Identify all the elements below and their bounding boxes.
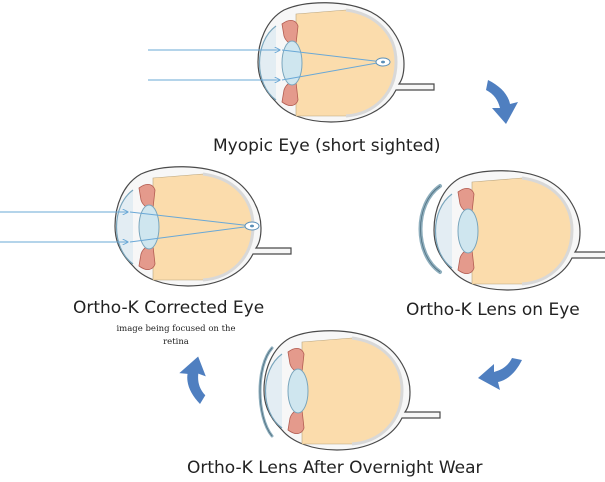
- cycle-arrow-icon: [171, 352, 217, 405]
- after-wear-eye: [262, 329, 442, 452]
- corrected-eye: [113, 165, 293, 288]
- focus-note-line2: retina: [163, 337, 189, 347]
- focus-note-line1: image being focused on the: [116, 324, 236, 334]
- corrected-light-rays: [0, 212, 253, 242]
- myopic-eye: [256, 1, 436, 124]
- label-lens-on-eye: Ortho-K Lens on Eye: [406, 300, 580, 320]
- cycle-arrow-icon: [486, 80, 518, 124]
- label-corrected-eye: Ortho-K Corrected Eye: [73, 298, 265, 318]
- label-after-wear: Ortho-K Lens After Overnight Wear: [187, 458, 483, 478]
- lens-on-eye: [432, 169, 605, 292]
- myopic-light-rays: [148, 50, 384, 80]
- label-myopic-eye: Myopic Eye (short sighted): [213, 136, 441, 156]
- cycle-arrow-icon: [478, 358, 522, 390]
- focus-note: image being focused on the retina: [76, 323, 276, 349]
